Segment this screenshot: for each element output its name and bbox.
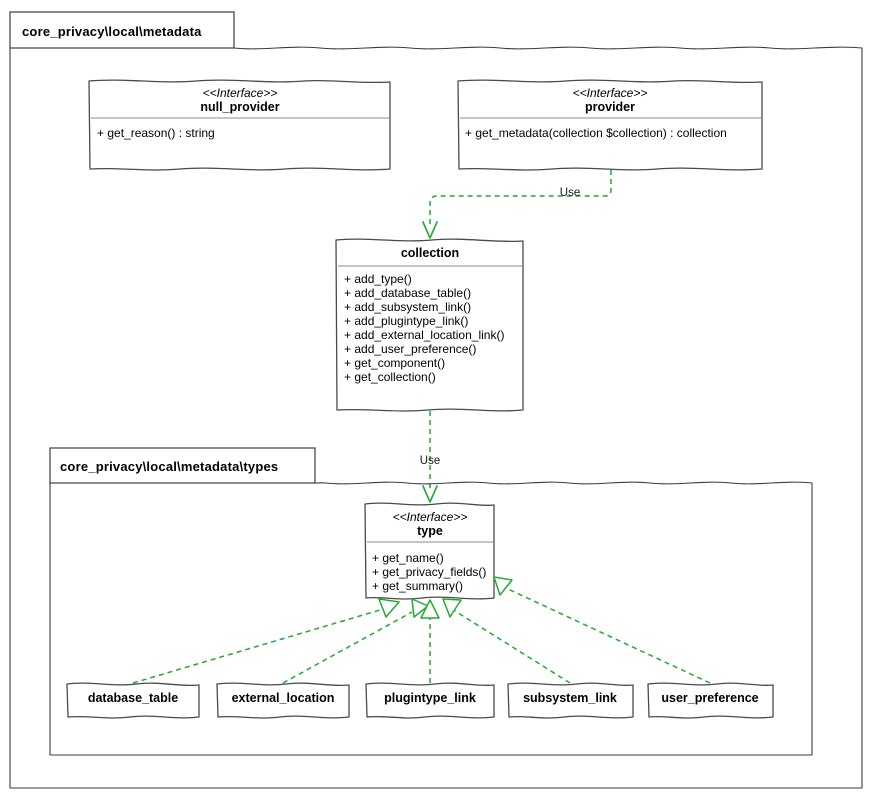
null-provider-name: null_provider [200, 100, 279, 114]
null-provider-stereotype: <<Interface>> [203, 86, 278, 100]
user-preference-triangle [493, 576, 513, 596]
provider-box [457, 79, 763, 171]
plugintype-link-name: plugintype_link [384, 691, 476, 705]
provider-collection-dep-line [429, 170, 612, 226]
external-location-box [216, 682, 350, 719]
provider-member: + get_metadata(collection $collection) :… [465, 126, 727, 140]
external-location-real-line [282, 611, 413, 684]
subsystem-link-box [507, 682, 634, 719]
class-provider[interactable]: <<Interface>> provider + get_metadata(co… [457, 79, 763, 171]
collection-member-0: + add_type() [344, 272, 412, 286]
class-database-table[interactable]: database_table [66, 682, 200, 719]
collection-type-arrowhead [422, 485, 438, 503]
edge-label-use-provider-collection: Use [560, 187, 580, 199]
plugintype-link-box [365, 682, 495, 719]
type-stereotype: <<Interface>> [393, 510, 468, 524]
user-preference-box [647, 682, 774, 719]
class-subsystem-link[interactable]: subsystem_link [507, 682, 634, 719]
edge-database-table-realizes-type [132, 598, 400, 684]
subsystem-link-triangle [442, 598, 462, 618]
edge-provider-uses-collection [422, 170, 612, 239]
outer-package-label: core_privacy\local\metadata [22, 24, 202, 39]
class-user-preference[interactable]: user_preference [647, 682, 774, 719]
collection-member-4: + add_external_location_link() [344, 328, 504, 342]
subsystem-link-real-line [454, 610, 571, 684]
class-collection[interactable]: collection + add_type() + add_database_t… [335, 238, 524, 412]
database-table-box [66, 682, 200, 719]
edge-subsystem-link-realizes-type [442, 598, 571, 684]
user-preference-real-line [507, 588, 711, 684]
inner-package-tab [49, 447, 316, 484]
database-table-triangle [378, 598, 400, 618]
class-null-provider[interactable]: <<Interface>> null_provider + get_reason… [88, 79, 391, 171]
collection-member-6: + get_component() [344, 356, 445, 370]
collection-member-2: + add_subsystem_link() [344, 300, 471, 314]
null-provider-box [88, 79, 391, 171]
edge-label-use-collection-type: Use [420, 455, 440, 467]
user-preference-name: user_preference [661, 691, 758, 705]
class-plugintype-link[interactable]: plugintype_link [365, 682, 495, 719]
inner-package-frame [49, 447, 813, 756]
class-external-location[interactable]: external_location [216, 682, 350, 719]
subsystem-link-name: subsystem_link [523, 691, 617, 705]
collection-member-5: + add_user_preference() [344, 342, 476, 356]
collection-member-7: + get_collection() [344, 370, 436, 384]
edge-plugintype-link-realizes-type [420, 599, 440, 683]
type-member-0: + get_name() [372, 551, 444, 565]
inner-package-body [49, 481, 813, 756]
null-provider-member: + get_reason() : string [97, 126, 215, 140]
external-location-name: external_location [232, 691, 335, 705]
outer-package-tab [9, 11, 235, 49]
database-table-name: database_table [88, 691, 178, 705]
provider-collection-arrowhead [422, 221, 438, 239]
plugintype-link-triangle [420, 599, 440, 619]
type-box [364, 502, 495, 600]
class-type[interactable]: <<Interface>> type + get_name() + get_pr… [364, 502, 495, 600]
collection-member-3: + add_plugintype_link() [344, 314, 468, 328]
type-member-1: + get_privacy_fields() [372, 565, 486, 579]
inner-package-label: core_privacy\local\metadata\types [60, 459, 278, 474]
external-location-triangle [411, 598, 429, 618]
collection-box [335, 238, 524, 412]
outer-package-frame [9, 11, 863, 789]
type-member-2: + get_summary() [372, 579, 463, 593]
edge-collection-uses-type [422, 411, 438, 503]
edge-external-location-realizes-type [282, 598, 429, 684]
provider-name: provider [585, 100, 635, 114]
collection-name: collection [401, 246, 459, 260]
database-table-real-line [132, 609, 381, 684]
collection-member-1: + add_database_table() [344, 286, 471, 300]
outer-package-body [9, 46, 863, 789]
provider-stereotype: <<Interface>> [573, 86, 648, 100]
type-name: type [417, 524, 443, 538]
edge-user-preference-realizes-type [493, 576, 711, 684]
